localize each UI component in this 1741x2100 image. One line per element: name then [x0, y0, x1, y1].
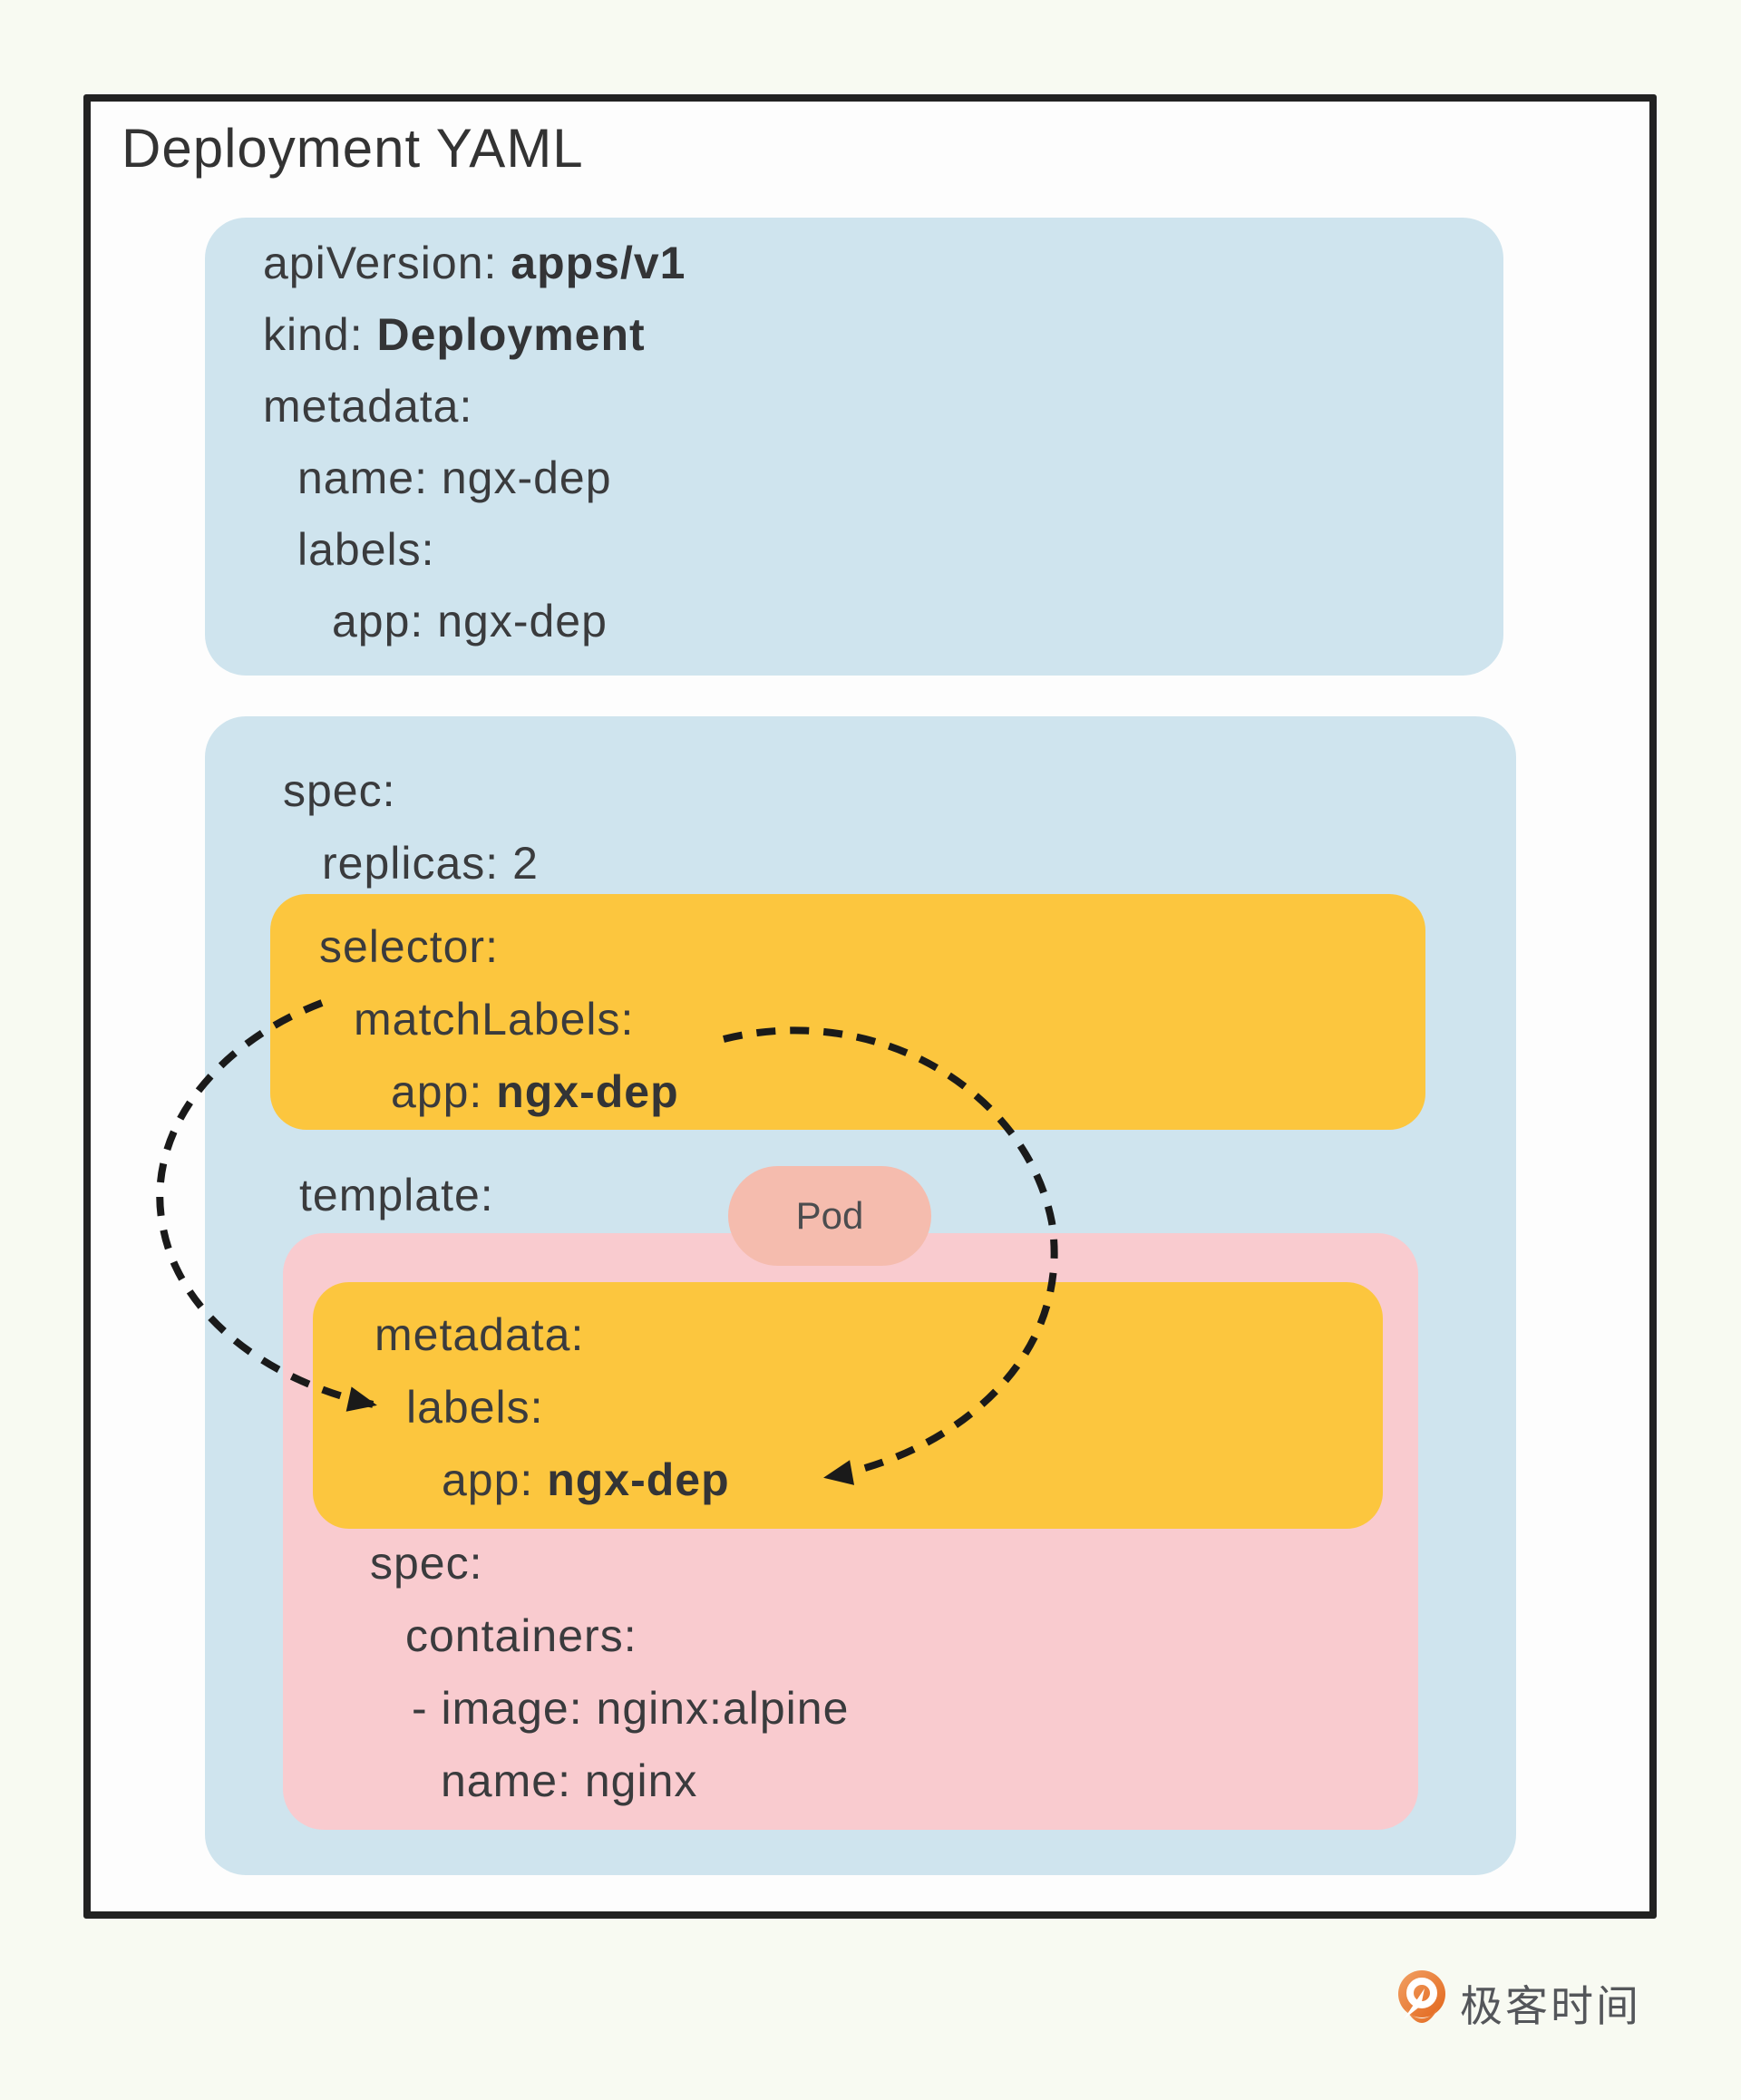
pod-app-key: app:	[442, 1454, 548, 1505]
template-line: template:	[299, 1170, 494, 1220]
replicas-line: replicas: 2	[322, 838, 539, 889]
kind-value: Deployment	[376, 309, 646, 360]
selector-app-line: app: ngx-dep	[391, 1065, 679, 1119]
container-name-line: name: nginx	[441, 1755, 698, 1806]
pod-app-line: app: ngx-dep	[442, 1453, 730, 1507]
containers-line: containers:	[405, 1610, 637, 1661]
metadata-box	[205, 218, 1503, 676]
geektime-logo-icon	[1398, 1970, 1445, 2023]
name-line: name: ngx-dep	[297, 452, 612, 503]
spec-line: spec:	[283, 765, 396, 816]
api-version-key: apiVersion:	[263, 238, 511, 288]
pod-metadata-line: metadata:	[374, 1309, 585, 1360]
kind-line: kind: Deployment	[263, 307, 646, 362]
image-line: - image: nginx:alpine	[412, 1683, 850, 1734]
selector-app-value: ngx-dep	[496, 1066, 679, 1117]
pod-tab: Pod	[728, 1166, 931, 1266]
api-version-value: apps/v1	[511, 238, 686, 288]
app-label-line: app: ngx-dep	[332, 596, 608, 647]
kind-key: kind:	[263, 309, 377, 360]
page-title: Deployment YAML	[122, 118, 584, 179]
brand-footer: 极客时间	[1396, 1966, 1687, 2038]
labels-line: labels:	[297, 524, 435, 575]
pod-labels-line: labels:	[406, 1382, 544, 1433]
api-version-line: apiVersion: apps/v1	[263, 236, 686, 290]
selector-app-key: app:	[391, 1066, 497, 1117]
selector-line: selector:	[319, 921, 499, 972]
brand-text: 极客时间	[1460, 1981, 1641, 2030]
pod-spec-line: spec:	[370, 1538, 483, 1589]
pod-app-value: ngx-dep	[547, 1454, 730, 1505]
metadata-line: metadata:	[263, 381, 473, 432]
pod-tab-label: Pod	[795, 1194, 864, 1237]
match-labels-line: matchLabels:	[354, 994, 635, 1045]
